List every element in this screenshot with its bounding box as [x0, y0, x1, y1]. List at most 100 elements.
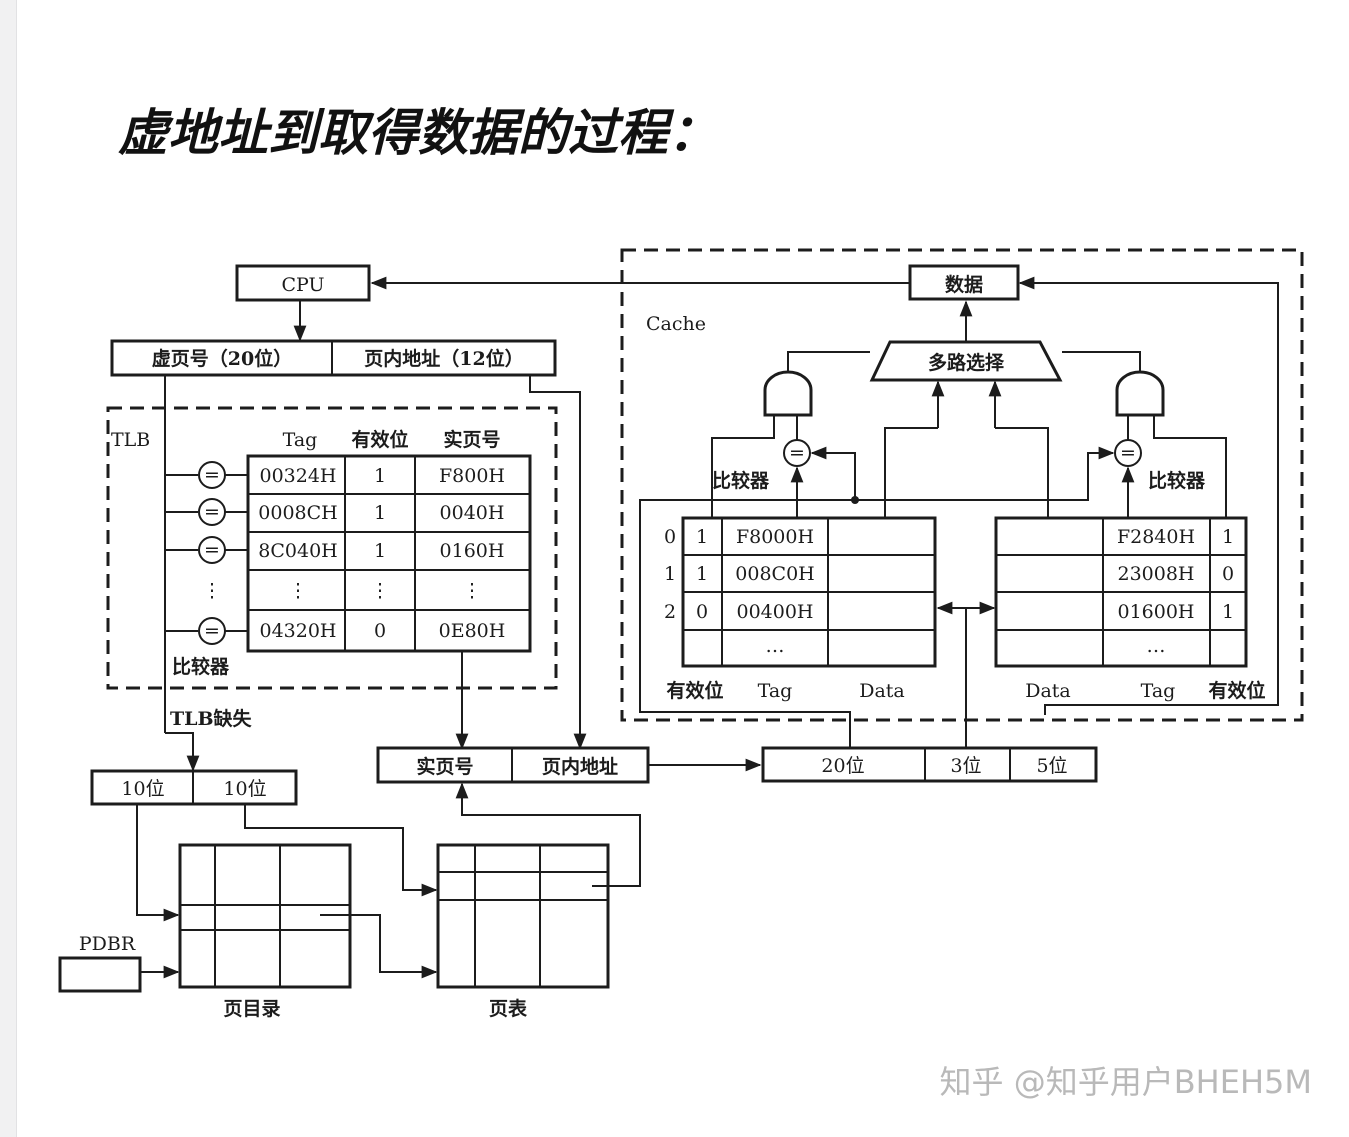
right-data-line: [995, 427, 1049, 518]
tlb-table: [246, 454, 532, 653]
tlb-cell-tag: 8C040H: [258, 540, 337, 562]
left-data-line: [884, 427, 938, 518]
multiplexer-label: 多路选择: [928, 351, 1005, 374]
watermark: 知乎 @知乎用户BHEH5M: [940, 1063, 1312, 1101]
page-directory-label: 页目录: [223, 998, 280, 1020]
tlb-header-frame: 实页号: [443, 428, 500, 451]
tlb-cell-tag: 0008CH: [258, 502, 337, 524]
tag-value: F2840H: [1117, 526, 1195, 548]
valid-bit: 0: [1222, 563, 1234, 585]
data-output-label: 数据: [945, 273, 983, 296]
cache-address-register: [761, 746, 1098, 783]
set-index: 1: [664, 563, 676, 585]
cache-tag-field: 20位: [821, 755, 864, 777]
left-footer-tag: Tag: [758, 680, 793, 702]
valid-bit: 0: [696, 601, 708, 623]
tag-value: 00400H: [736, 601, 813, 623]
tag-to-right-comp: [855, 446, 1115, 501]
tlb-cell-frame: 0040H: [440, 502, 505, 524]
set-index: 0: [664, 526, 676, 548]
tlb-row: 00324H 1 F800H: [259, 465, 505, 487]
left-comparator-label: 比较器: [712, 469, 770, 492]
left-way-row: 0 1 F8000H: [664, 526, 814, 548]
tlb-cell-valid: 1: [374, 502, 386, 524]
right-way-row: …: [1147, 635, 1166, 657]
pdbr-label: PDBR: [79, 933, 136, 955]
table-to-frame-arrow: [455, 782, 641, 887]
va-page-number-label: 虚页号（20位）: [152, 347, 292, 370]
equals-symbol: =: [204, 539, 220, 561]
left-gate-to-mux: [787, 351, 870, 372]
tlb-cell-valid: 1: [374, 465, 386, 487]
tlb-row: 0008CH 1 0040H: [258, 502, 504, 524]
cpu-box: [235, 264, 371, 302]
right-gate-to-mux: [1062, 351, 1141, 372]
tag-value: …: [1147, 635, 1166, 657]
tlb-comparator-ellipsis: ⋮: [203, 580, 222, 602]
cache-region: [620, 248, 1304, 722]
equals-symbol: =: [204, 464, 220, 486]
tag-value: …: [766, 635, 785, 657]
tlb-comparator-1: =: [198, 461, 248, 489]
tag-value: F8000H: [736, 526, 814, 548]
tlb-miss-arrow: [165, 732, 200, 772]
tlb-cell-frame: ⋮: [463, 580, 482, 602]
tag-value: 01600H: [1117, 601, 1194, 623]
left-way-row: …: [766, 635, 785, 657]
page-left-edge: [0, 0, 17, 1137]
page-walk-field-2: 10位: [223, 778, 266, 800]
valid-bit: 1: [1222, 601, 1234, 623]
right-comparator-label: 比较器: [1148, 469, 1206, 492]
right-way-row: 23008H 0: [1117, 563, 1234, 585]
cache-tag-bus: [639, 499, 855, 748]
right-way-row: 01600H 1: [1117, 601, 1234, 623]
tlb-header-valid: 有效位: [351, 428, 408, 451]
right-footer-data: Data: [1025, 680, 1071, 702]
pa-page-number-label: 实页号: [416, 755, 473, 778]
page-walk-field-1: 10位: [121, 778, 164, 800]
dir-index-arrow: [136, 804, 180, 922]
left-valid-to-gate: [711, 415, 775, 518]
cache-label: Cache: [646, 313, 706, 335]
tlb-region: [106, 406, 558, 690]
set-index: 2: [664, 601, 676, 623]
handwritten-title: 虚地址到取得数据的过程：: [118, 103, 718, 162]
right-footer-valid: 有效位: [1208, 679, 1265, 702]
tag-to-left-comp: [810, 446, 856, 500]
equals-symbol: =: [1120, 442, 1136, 464]
tlb-cell-tag: 00324H: [259, 465, 336, 487]
cpu-label: CPU: [281, 274, 324, 296]
right-cache-way: [994, 516, 1248, 668]
valid-bit: 1: [696, 563, 708, 585]
right-footer-tag: Tag: [1141, 680, 1176, 702]
dir-to-table-arrow: [320, 914, 438, 979]
page-table-table: [436, 843, 610, 989]
tlb-comparator-label: 比较器: [172, 655, 230, 678]
tlb-cell-tag: 04320H: [259, 620, 336, 642]
valid-bit: 1: [1222, 526, 1234, 548]
cache-offset-field: 5位: [1036, 755, 1067, 777]
tlb-cell-frame: F800H: [439, 465, 505, 487]
tlb-miss-label: TLB缺失: [170, 707, 253, 730]
tlb-comparator-2: =: [198, 498, 248, 526]
tlb-cell-valid: ⋮: [371, 580, 390, 602]
right-data-return-line: [1018, 276, 1279, 715]
left-and-gate: [763, 370, 813, 417]
tag-value: 008C0H: [735, 563, 814, 585]
table-index-arrow: [244, 804, 438, 897]
right-and-gate: [1115, 370, 1165, 417]
virtual-address-register: [110, 339, 557, 377]
pa-offset-label: 页内地址: [542, 755, 618, 778]
tlb-row: 8C040H 1 0160H: [258, 540, 504, 562]
page-table-label: 页表: [489, 997, 528, 1020]
tag-value: 23008H: [1117, 563, 1194, 585]
tag-bus-junction: [851, 496, 859, 504]
tlb-cell-tag: ⋮: [289, 580, 308, 602]
left-cache-way: [681, 516, 937, 668]
va-offset-label: 页内地址（12位）: [364, 347, 523, 370]
equals-symbol: =: [204, 620, 220, 642]
tlb-comparator-3: =: [198, 536, 248, 564]
multiplexer: [869, 340, 1063, 382]
valid-bit: 1: [696, 526, 708, 548]
